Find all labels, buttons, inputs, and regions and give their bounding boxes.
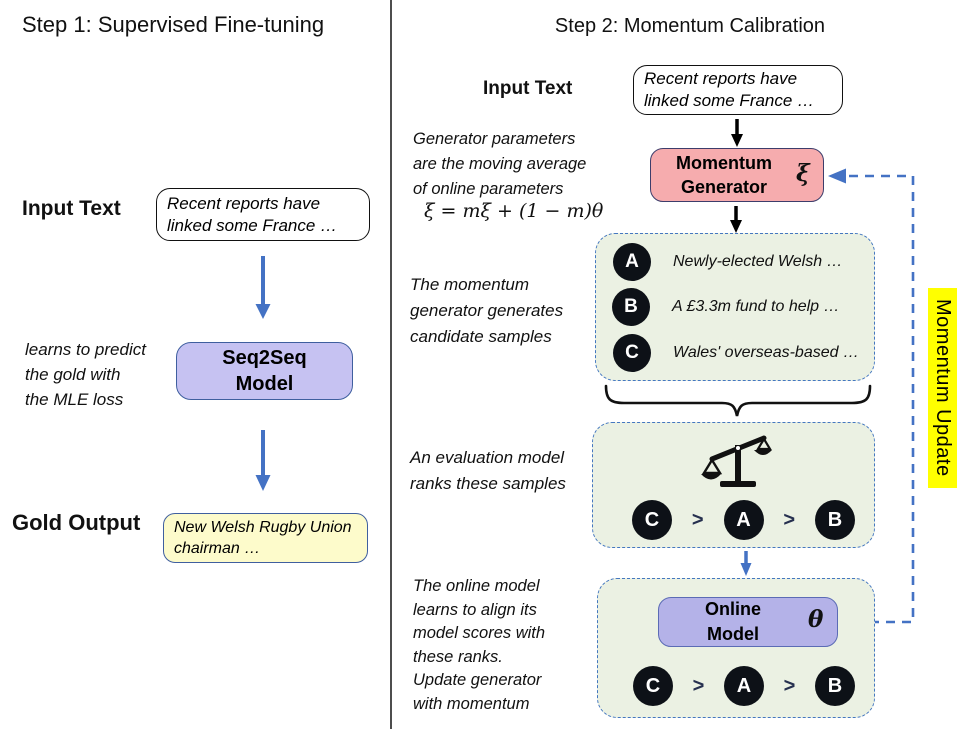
step1-annotation-mle: learns to predict the gold with the MLE … — [25, 340, 146, 409]
arrow-eval-to-online — [740, 551, 752, 576]
momentum-update-connector — [828, 168, 915, 624]
gold-output-label: Gold Output — [12, 510, 141, 535]
step1-title: Step 1: Supervised Fine-tuning — [22, 12, 325, 37]
rank-circle-b: B — [815, 666, 855, 706]
arrow-input-to-generator — [731, 119, 743, 147]
annotation-online: The online model learns to align its mod… — [413, 577, 546, 713]
theta-symbol: θ — [808, 606, 824, 633]
brace-candidates — [604, 384, 872, 417]
candidate-c-badge: C — [613, 334, 651, 372]
step2-title: Step 2: Momentum Calibration — [554, 15, 826, 37]
greater-than: > — [692, 674, 705, 697]
candidate-c-text: Wales' overseas-based … — [673, 344, 859, 361]
eval-ranking-row: C > A > B — [632, 500, 855, 540]
candidate-b-badge: B — [612, 288, 650, 326]
online-ranking-row: C > A > B — [633, 666, 855, 706]
rank-circle-c: C — [632, 500, 672, 540]
rank-circle-b: B — [815, 500, 855, 540]
seq2seq-model-box: Seq2Seq Model — [176, 342, 353, 400]
xi-symbol: ξ — [796, 160, 810, 187]
candidate-a-text: Newly-elected Welsh … — [673, 253, 843, 270]
gold-output-box: New Welsh Rugby Union chairman … — [163, 513, 368, 563]
balance-scale-icon — [701, 435, 772, 487]
greater-than: > — [691, 508, 704, 531]
step1-input-label: Input Text — [22, 197, 121, 220]
candidate-row: A Newly-elected Welsh … — [613, 243, 843, 281]
step2-input-label: Input Text — [483, 78, 573, 99]
greater-than: > — [783, 508, 796, 531]
step2-input-box: Recent reports have linked some France … — [633, 65, 843, 115]
momentum-formula: ξ = mξ + (1 − m)θ — [424, 200, 604, 222]
arrow-model-to-gold — [255, 430, 271, 491]
candidate-row: B A £3.3m fund to help … — [612, 288, 840, 326]
step1-input-box: Recent reports have linked some France … — [156, 188, 370, 241]
rank-circle-c: C — [633, 666, 673, 706]
momentum-update-label: Momentum Update — [928, 288, 957, 488]
candidate-b-text: A £3.3m fund to help … — [672, 298, 840, 315]
annotation-candidates: The momentum generator generates candida… — [410, 275, 564, 346]
arrow-generator-to-candidates — [730, 206, 742, 233]
momentum-generator-box: Momentum Generator — [650, 148, 824, 202]
annotation-generator-params: Generator parameters are the moving aver… — [413, 130, 587, 198]
candidate-a-badge: A — [613, 243, 651, 281]
greater-than: > — [783, 674, 796, 697]
online-model-box: Online Model — [658, 597, 838, 647]
rank-circle-a: A — [723, 500, 764, 540]
panel-divider — [390, 0, 392, 729]
arrow-input-to-model — [255, 256, 271, 319]
annotation-eval: An evaluation model ranks these samples — [410, 448, 566, 493]
rank-circle-a: A — [724, 666, 764, 706]
candidate-row: C Wales' overseas-based … — [613, 334, 859, 372]
